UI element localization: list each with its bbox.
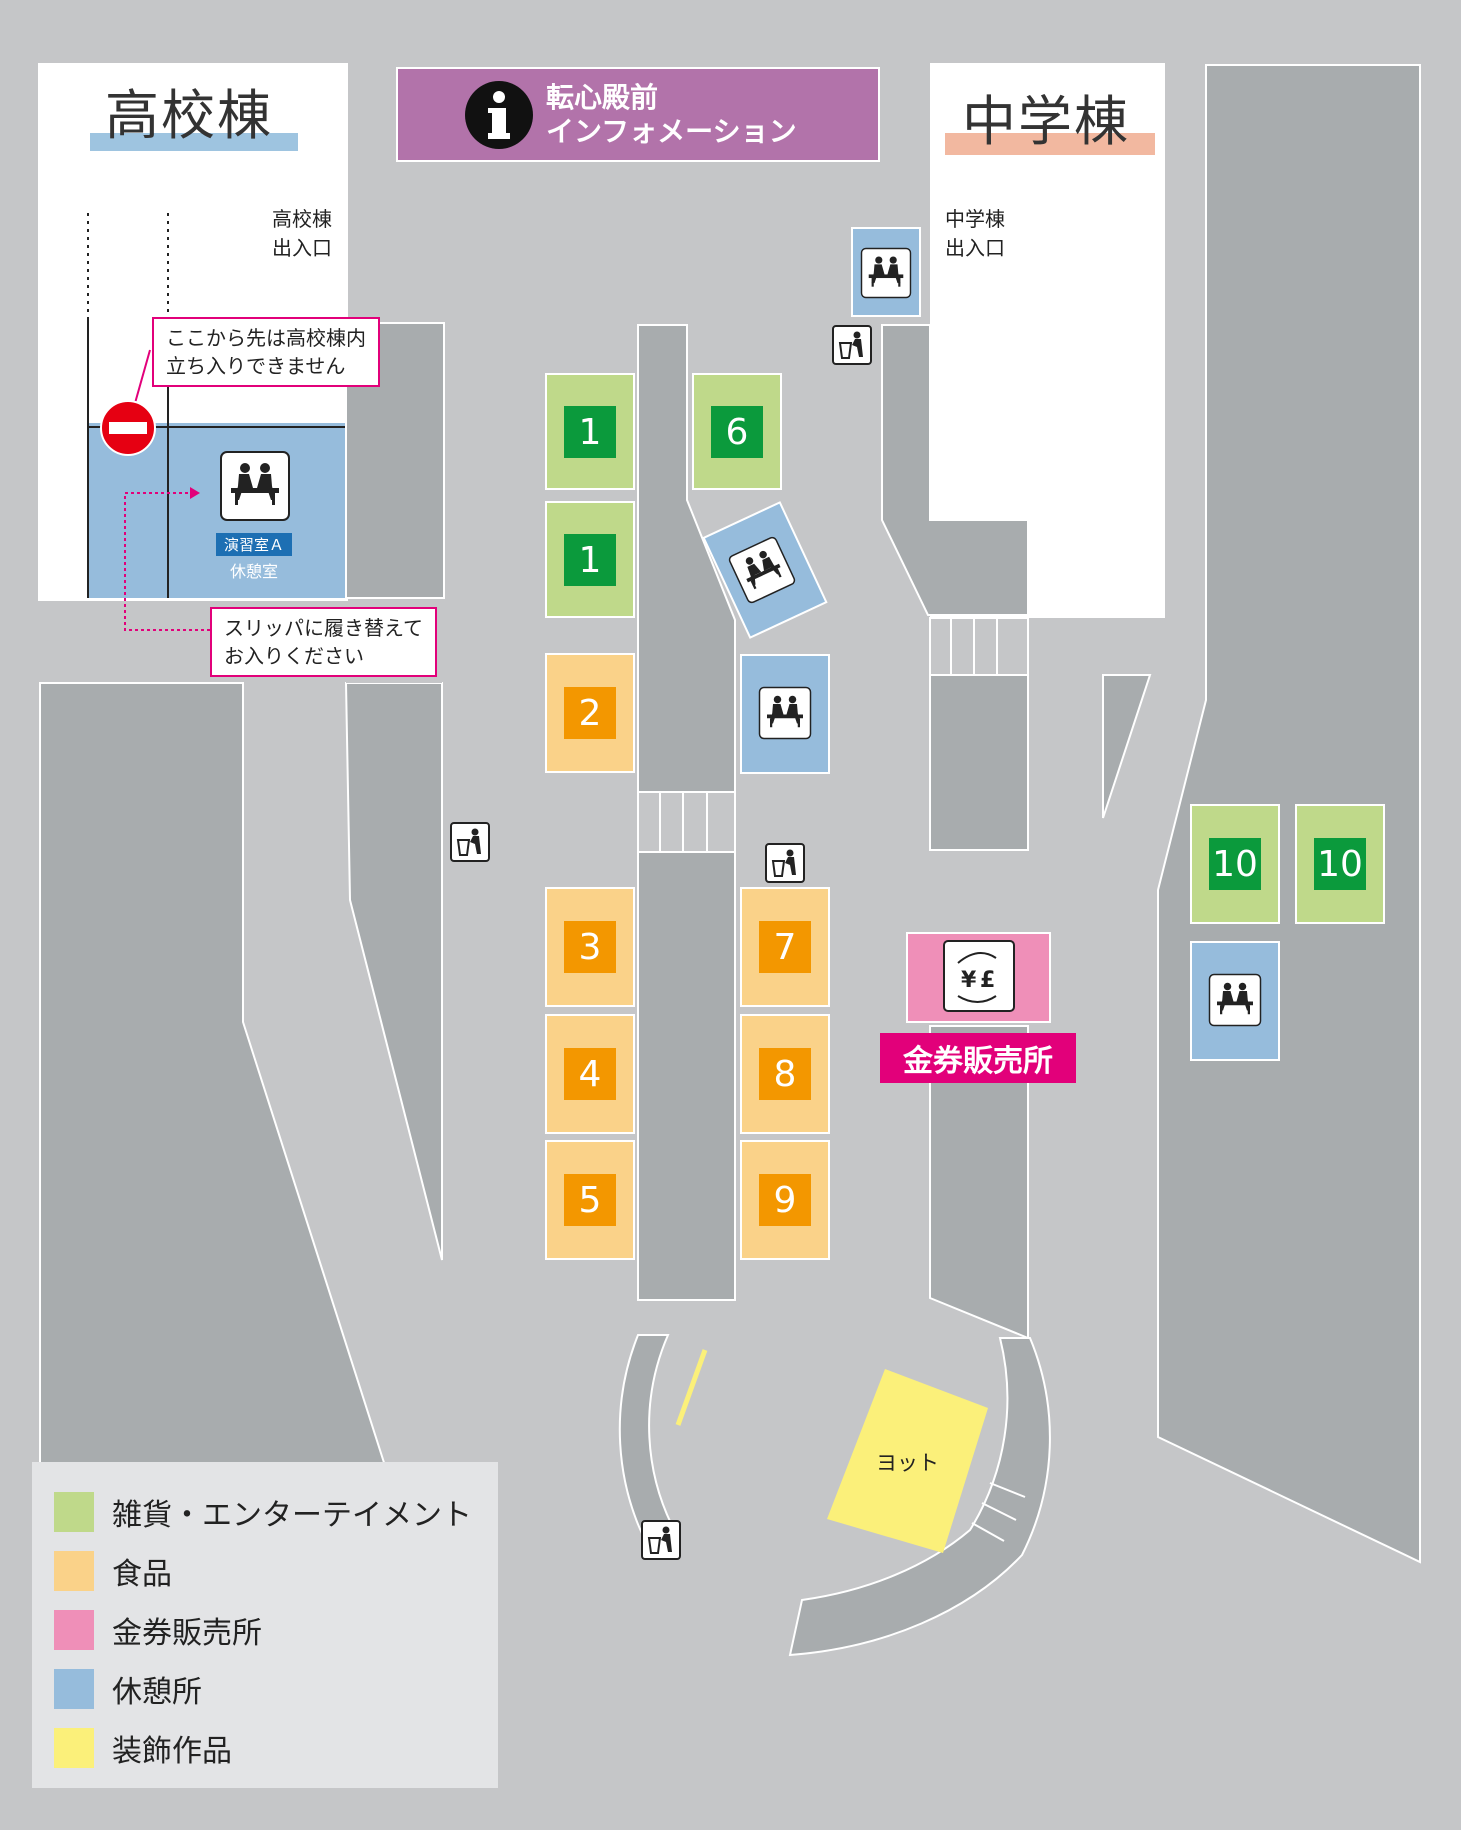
information-label: 転心殿前 インフォメーション [546, 81, 797, 148]
booth-number: 5 [578, 1179, 602, 1221]
legend-item: 休憩所 [54, 1669, 202, 1710]
bench-icon [1208, 973, 1262, 1027]
high-school-title: 高校棟 [105, 84, 273, 147]
booth-number: 6 [725, 411, 749, 453]
circle-plaza [618, 1025, 1051, 1657]
legend-item: 食品 [54, 1551, 172, 1592]
east-building [1157, 64, 1421, 1564]
trash-can-icon [641, 1520, 681, 1560]
middle-school-title: 中学棟 [962, 90, 1130, 153]
booth-number: 4 [578, 1053, 602, 1095]
middle-annex [929, 674, 1029, 851]
bench-icon [220, 451, 290, 521]
booth-number: 2 [578, 692, 602, 734]
legend-swatch [54, 1551, 94, 1591]
legend-item: 雑貨・エンターテイメント [54, 1492, 472, 1533]
legend-label: 金券販売所 [112, 1616, 262, 1651]
yacht-label: ヨット [876, 1451, 939, 1475]
trash-can-icon [832, 325, 872, 365]
svg-text:¥: ¥ [961, 968, 977, 993]
information-banner: 転心殿前 インフォメーション [396, 67, 880, 162]
east-small-building [1102, 674, 1152, 819]
bench-icon [758, 686, 812, 740]
booth-number: 1 [578, 411, 602, 453]
middle-school-entrance-label: 中学棟 出入口 [945, 207, 1005, 260]
information-icon [465, 81, 533, 149]
no-entry-callout: ここから先は高校棟内 立ち入りできません [152, 317, 380, 387]
booth-number: 10 [1212, 843, 1258, 885]
legend-label: 食品 [112, 1557, 172, 1592]
middle-school-building [881, 63, 1165, 618]
west-strip-building [344, 682, 443, 1261]
legend-item: 金券販売所 [54, 1610, 262, 1651]
legend-swatch [54, 1728, 94, 1768]
legend-item: 装飾作品 [54, 1728, 232, 1769]
booth-number: 10 [1317, 843, 1363, 885]
yacht-decoration [827, 1369, 988, 1553]
slipper-callout: スリッパに履き替えて お入りください [210, 607, 437, 677]
booth-number: 8 [773, 1053, 797, 1095]
high-school-entrance-label: 高校棟 出入口 [272, 207, 332, 260]
booth-number-squares [564, 406, 1366, 1226]
bench-icon [860, 247, 912, 299]
legend-label: 休憩所 [112, 1675, 202, 1710]
svg-text:£: £ [980, 968, 995, 993]
booth-number: 7 [773, 926, 797, 968]
ticket-booth: ¥ £ [906, 932, 1051, 1023]
slipper-callout-pointer [124, 492, 210, 631]
ticket-booth-label: 金券販売所 [880, 1033, 1076, 1083]
trash-can-icon [450, 822, 490, 862]
legend-label: 雑貨・エンターテイメント [112, 1498, 472, 1533]
legend-swatch [54, 1669, 94, 1709]
legend-swatch [54, 1492, 94, 1532]
booth-number: 3 [578, 926, 602, 968]
legend: 雑貨・エンターテイメント 食品 金券販売所 休憩所 装飾作品 [32, 1462, 498, 1788]
rest-room-name: 演習室Ａ [216, 533, 293, 556]
rest-room-sub: 休憩室 [230, 562, 279, 581]
legend-swatch [54, 1610, 94, 1650]
legend-label: 装飾作品 [112, 1734, 232, 1769]
trash-can-icon [765, 843, 805, 883]
no-entry-icon [100, 349, 156, 456]
booth-number: 1 [578, 539, 602, 581]
booth-number: 9 [773, 1179, 797, 1221]
